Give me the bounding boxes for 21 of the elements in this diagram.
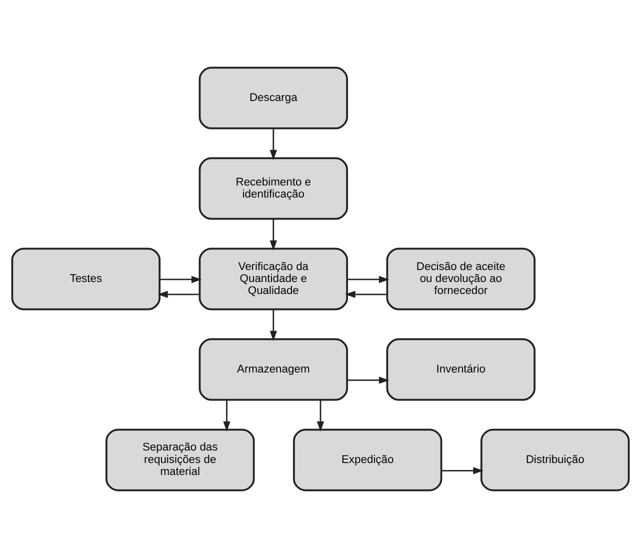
node-box: Separação das requisições de material <box>106 428 255 491</box>
node-box: Distribuição <box>480 428 630 491</box>
arrow <box>158 290 200 298</box>
arrow <box>270 218 277 250</box>
node-box: Inventário <box>386 338 536 400</box>
node-box: Armazenagem <box>198 338 348 400</box>
arrow <box>441 466 484 474</box>
arrow <box>347 376 390 384</box>
arrow <box>270 128 277 160</box>
arrow <box>345 290 388 298</box>
node-box: Expedição <box>292 428 442 491</box>
node-box: Descarga <box>198 66 348 129</box>
arrow <box>270 308 277 341</box>
node-box: Decisão de aceite ou devolução ao fornecedor <box>386 247 536 310</box>
arrow <box>347 275 390 283</box>
node-box: Verificação da Quantidade e Qualidade <box>198 247 348 310</box>
node-box: Testes <box>11 247 161 310</box>
arrow <box>160 275 202 283</box>
arrow <box>223 399 230 432</box>
node-box: Recebimento e identificação <box>198 156 348 220</box>
arrow <box>316 399 324 432</box>
